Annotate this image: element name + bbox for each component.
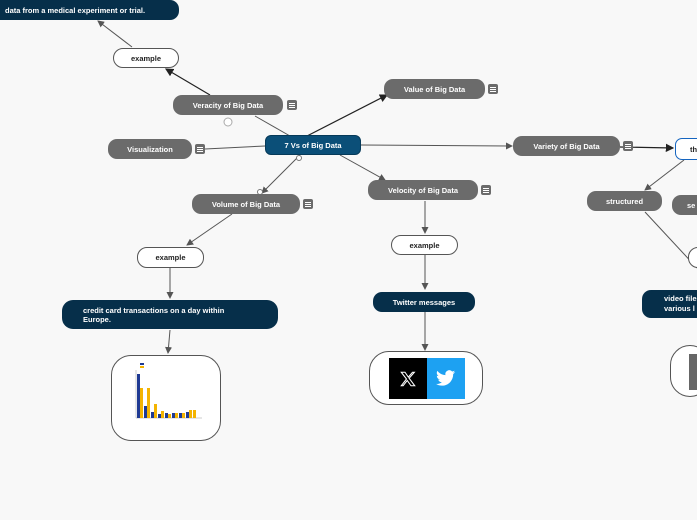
notes-icon[interactable] [287, 100, 297, 110]
notes-icon[interactable] [623, 141, 633, 151]
velocity-node[interactable]: Velocity of Big Data [368, 180, 478, 200]
x-logo-icon [389, 358, 427, 399]
semi-structured-node[interactable]: se [672, 195, 697, 215]
bar-chart-thumbnail [135, 363, 202, 419]
notes-icon[interactable] [488, 84, 498, 94]
variety-example-text[interactable]: video files various l [642, 290, 697, 318]
twitter-bird-icon [427, 358, 465, 399]
value-node[interactable]: Value of Big Data [384, 79, 485, 99]
volume-example-node[interactable]: example [137, 247, 204, 268]
velocity-example-node[interactable]: example [391, 235, 458, 255]
veracity-node[interactable]: Veracity of Big Data [173, 95, 283, 115]
notes-icon[interactable] [195, 144, 205, 154]
video-thumbnail [689, 354, 697, 390]
central-topic[interactable]: 7 Vs of Big Data [265, 135, 361, 155]
twitter-image-box[interactable] [369, 351, 483, 405]
visualization-node[interactable]: Visualization [108, 139, 192, 159]
notes-icon[interactable] [481, 185, 491, 195]
structured-node[interactable]: structured [587, 191, 662, 211]
volume-node[interactable]: Volume of Big Data [192, 194, 300, 214]
veracity-example-node[interactable]: example [113, 48, 179, 68]
volume-example-text[interactable]: credit card transactions on a day within… [62, 300, 278, 329]
variety-child-node[interactable]: th [675, 138, 697, 160]
variety-node[interactable]: Variety of Big Data [513, 136, 620, 156]
veracity-example-text[interactable]: data from a medical experiment or trial. [0, 0, 179, 20]
bar-chart-image-box[interactable] [111, 355, 221, 441]
variety-image-box[interactable] [670, 345, 697, 397]
velocity-example-text[interactable]: Twitter messages [373, 292, 475, 312]
notes-icon[interactable] [303, 199, 313, 209]
